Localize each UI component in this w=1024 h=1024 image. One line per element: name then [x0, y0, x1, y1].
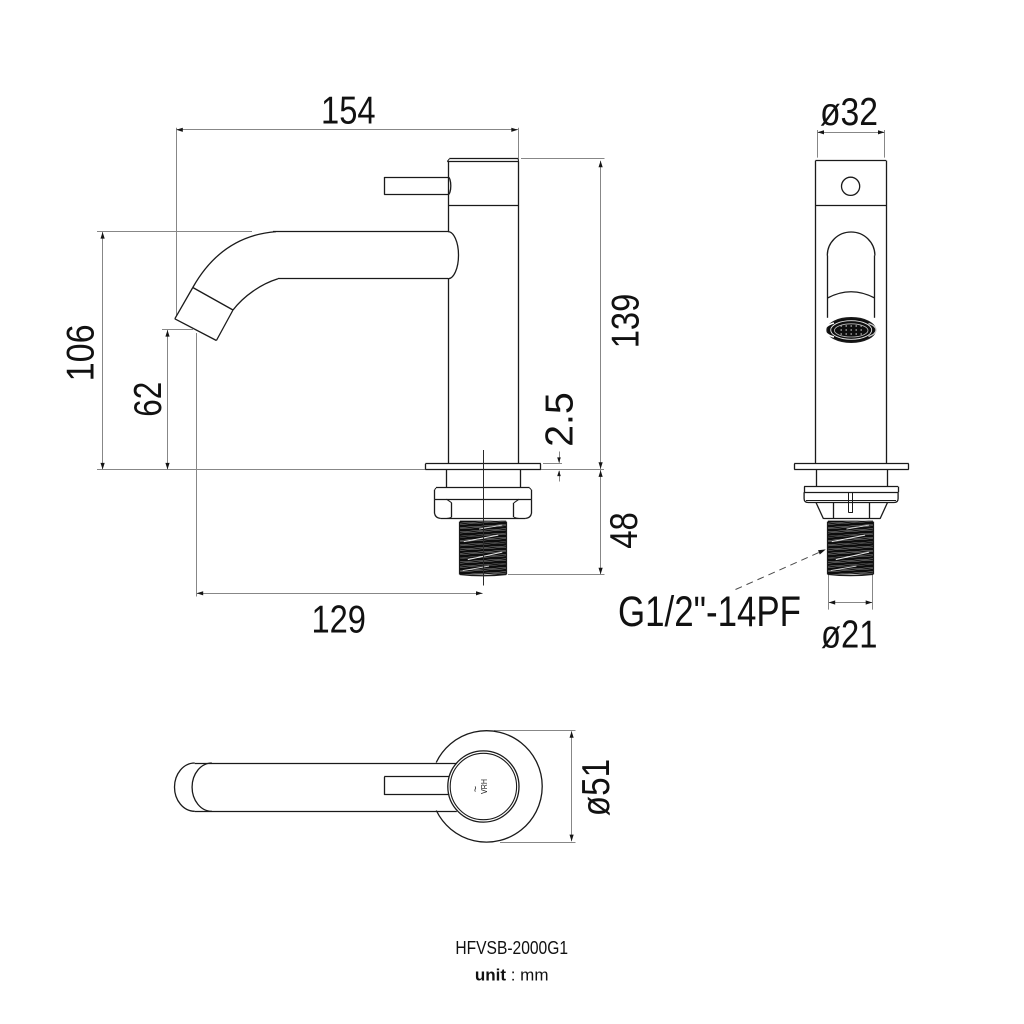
- svg-text:VRH: VRH: [480, 779, 489, 794]
- svg-text:106: 106: [60, 324, 103, 381]
- svg-text:unit : mm: unit : mm: [475, 966, 549, 985]
- svg-text:2.5: 2.5: [538, 392, 581, 447]
- svg-text:ø32: ø32: [820, 91, 878, 134]
- svg-text:G1/2"-14PF: G1/2"-14PF: [618, 589, 801, 636]
- svg-text:48: 48: [603, 512, 646, 549]
- svg-text:~: ~: [470, 786, 482, 792]
- svg-text:62: 62: [127, 382, 170, 417]
- svg-text:HFVSB-2000G1: HFVSB-2000G1: [455, 938, 568, 958]
- svg-text:154: 154: [321, 90, 376, 133]
- svg-text:ø51: ø51: [575, 759, 618, 816]
- svg-text:ø21: ø21: [821, 614, 877, 657]
- svg-text:129: 129: [311, 599, 366, 642]
- svg-text:139: 139: [605, 294, 648, 349]
